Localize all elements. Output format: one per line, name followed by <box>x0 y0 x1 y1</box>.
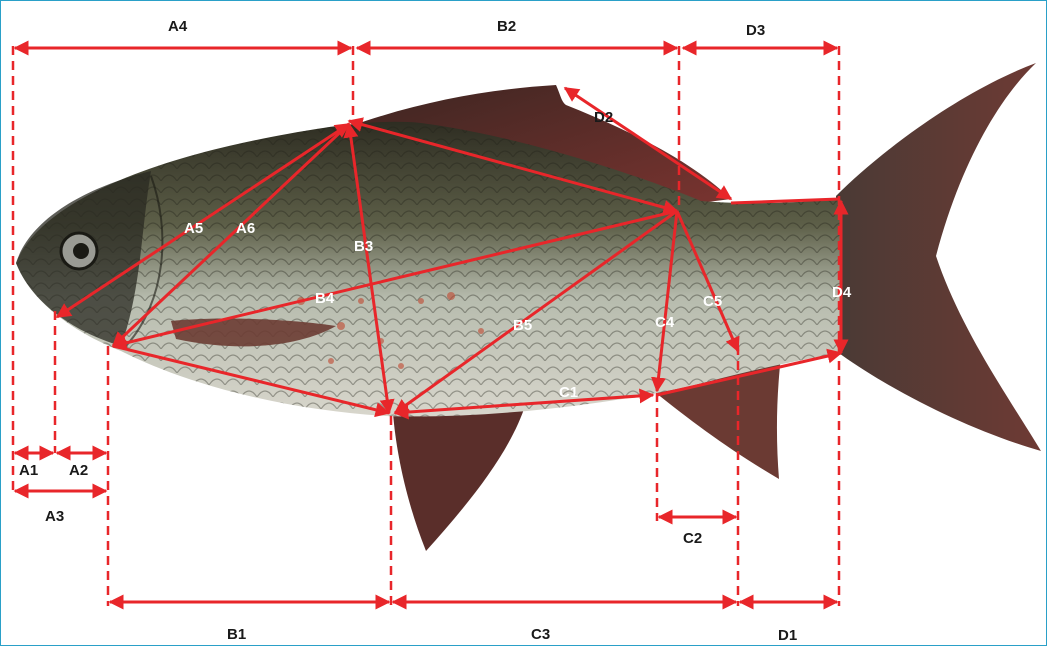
label-B2: B2 <box>497 18 516 35</box>
label-B3: B3 <box>354 238 373 255</box>
label-A4: A4 <box>168 18 188 35</box>
label-D4: D4 <box>832 284 852 301</box>
label-D2: D2 <box>594 109 613 126</box>
fish <box>16 63 1041 551</box>
label-D3: D3 <box>746 22 765 39</box>
label-A2: A2 <box>69 462 88 479</box>
pelvic-fin <box>393 403 526 551</box>
label-C5: C5 <box>703 293 722 310</box>
fish-pupil <box>73 243 89 259</box>
label-A1: A1 <box>19 462 38 479</box>
label-A6: A6 <box>236 220 255 237</box>
label-A5: A5 <box>184 220 203 237</box>
label-A3: A3 <box>45 508 64 525</box>
caudal-fin <box>836 63 1041 451</box>
label-B1: B1 <box>227 626 246 643</box>
label-C2: C2 <box>683 530 702 547</box>
label-C3: C3 <box>531 626 550 643</box>
label-D1: D1 <box>778 627 797 644</box>
label-C1: C1 <box>559 384 578 401</box>
label-B4: B4 <box>315 290 335 307</box>
label-C4: C4 <box>655 314 675 331</box>
label-B5: B5 <box>513 317 532 334</box>
